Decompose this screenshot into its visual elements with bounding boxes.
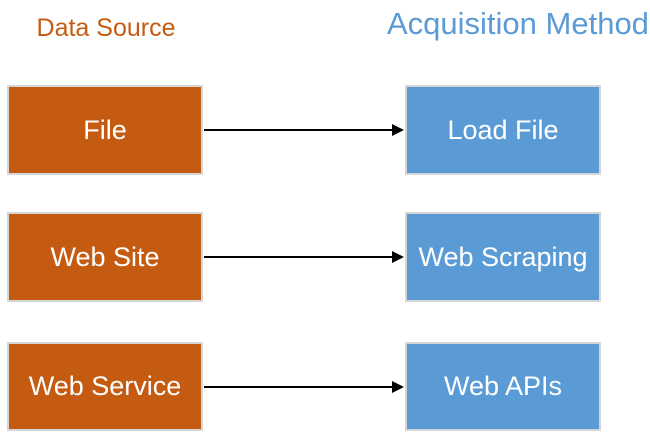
arrow-shaft <box>204 386 392 388</box>
source-node-web-site: Web Site <box>7 212 203 302</box>
arrow-icon <box>204 251 404 263</box>
arrow-icon <box>204 381 404 393</box>
method-node-load-file: Load File <box>405 85 601 175</box>
column-header-acquisition-method: Acquisition Method <box>387 6 649 41</box>
source-node-file: File <box>7 85 203 175</box>
arrow-icon <box>204 124 404 136</box>
arrow-head-icon <box>392 124 404 136</box>
method-node-web-apis: Web APIs <box>405 342 601 431</box>
arrow-head-icon <box>392 251 404 263</box>
method-node-web-scraping: Web Scraping <box>405 212 601 302</box>
arrow-head-icon <box>392 381 404 393</box>
arrow-shaft <box>204 129 392 131</box>
source-node-web-service: Web Service <box>7 342 203 431</box>
column-header-data-source: Data Source <box>36 14 176 42</box>
arrow-shaft <box>204 256 392 258</box>
